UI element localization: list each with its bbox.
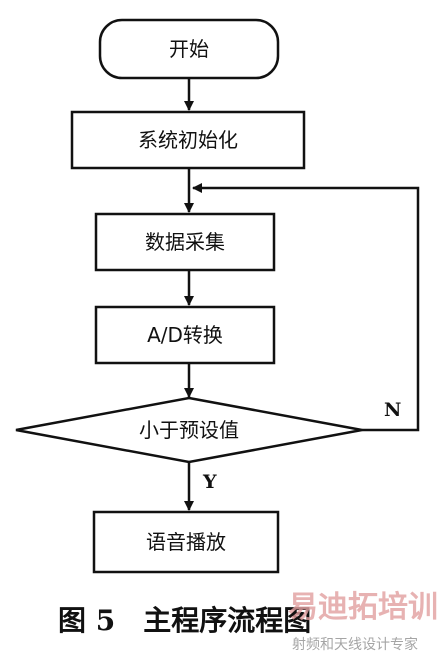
init-node: 系统初始化 [70,110,306,170]
watermark-tagline: 射频和天线设计专家 [292,636,418,653]
speech-node-label: 语音播放 [146,530,226,554]
start-node: 开始 [98,18,280,80]
init-node-label: 系统初始化 [138,128,238,152]
speech-node: 语音播放 [92,510,280,574]
decision-node-label: 小于预设值 [139,418,239,442]
arrow-no-loop [192,183,420,432]
edge-label-yes: Y [202,471,217,493]
start-node-label: 开始 [169,37,209,61]
watermark-logo-text: 易迪拓培训 [288,590,438,625]
adc-node-label: A/D转换 [147,323,223,347]
figure-caption: 图 5 主程序流程图 [58,604,311,637]
decision-node: 小于预设值 [15,396,363,464]
acquire-node-label: 数据采集 [145,230,225,254]
acquire-node: 数据采集 [94,212,276,272]
adc-node: A/D转换 [94,305,276,365]
edge-label-no: N [384,399,401,421]
